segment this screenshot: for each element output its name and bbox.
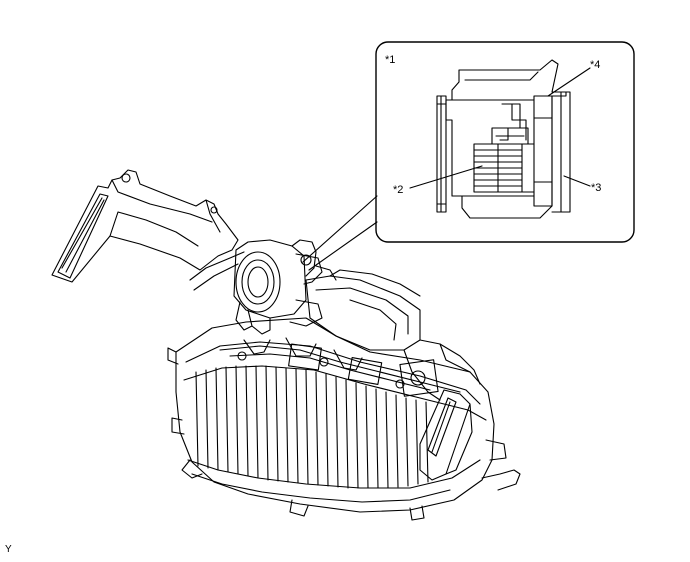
blower-assembly <box>233 239 337 335</box>
inset-callout-number: *1 <box>385 54 396 66</box>
upper-cover <box>305 269 481 401</box>
battery-module-body <box>167 317 521 521</box>
part-callout-3: *3 <box>591 182 602 194</box>
part-callout-2: *2 <box>393 184 404 196</box>
inset-detail <box>302 41 635 271</box>
side-intake <box>419 389 473 481</box>
intake-duct <box>51 169 245 291</box>
part-callout-4: *4 <box>590 59 601 71</box>
corner-mark: Y <box>5 544 12 555</box>
